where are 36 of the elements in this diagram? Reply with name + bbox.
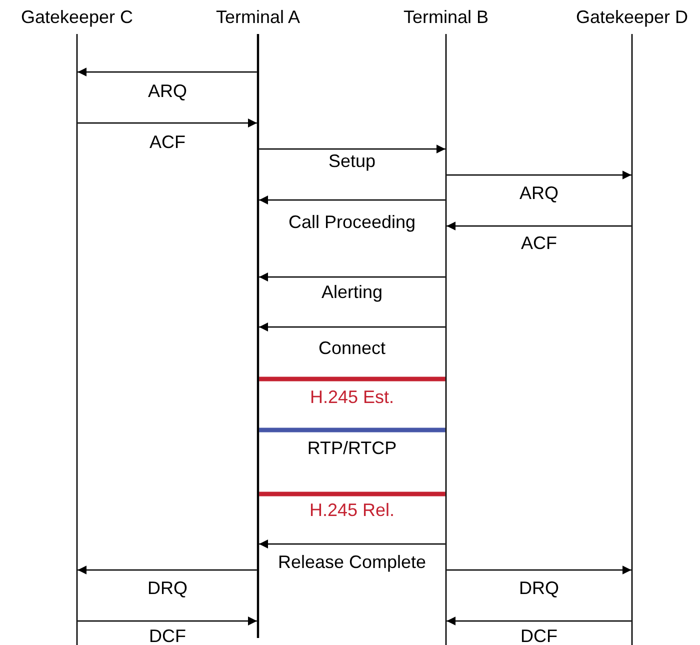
message-arrow — [78, 616, 257, 626]
edge-label: DCF — [520, 626, 558, 645]
message-arrow — [446, 616, 632, 626]
message-arrow — [446, 222, 632, 230]
message-arrow — [78, 566, 257, 574]
participant-label: Gatekeeper C — [20, 6, 134, 28]
edge-label: Call Proceeding — [288, 212, 416, 232]
edge-label: ARQ — [520, 183, 558, 203]
edge-label: DRQ — [148, 578, 188, 598]
message-arrow — [259, 272, 446, 282]
message-arrow — [78, 118, 257, 128]
message-arrow — [259, 196, 446, 204]
edge-label: Connect — [318, 338, 386, 358]
edge-label: Release Complete — [278, 552, 426, 572]
edge-label: Alerting — [321, 282, 383, 302]
edge-label: ACF — [521, 233, 557, 253]
edge-label: DRQ — [519, 578, 559, 598]
edge-label: RTP/RTCP — [307, 438, 397, 458]
connector-bar — [259, 492, 446, 496]
connector-bar — [259, 376, 446, 382]
message-arrow — [446, 170, 632, 180]
message-arrow — [78, 68, 257, 76]
edge-label: ACF — [150, 132, 186, 152]
participant-label: Terminal A — [216, 6, 300, 28]
edge-label: ARQ — [148, 81, 187, 101]
message-arrow — [259, 144, 446, 154]
message-arrow — [446, 566, 632, 574]
participant-label: Gatekeeper D — [576, 6, 688, 28]
edge-label: H.245 Est. — [310, 387, 394, 407]
participant-label: Terminal B — [403, 6, 489, 28]
message-arrow — [259, 540, 446, 548]
edge-label: DCF — [149, 626, 186, 645]
connector-bar — [259, 428, 446, 432]
edge-label: Setup — [328, 151, 376, 171]
message-arrow — [259, 322, 446, 332]
edge-label: H.245 Rel. — [309, 500, 395, 520]
